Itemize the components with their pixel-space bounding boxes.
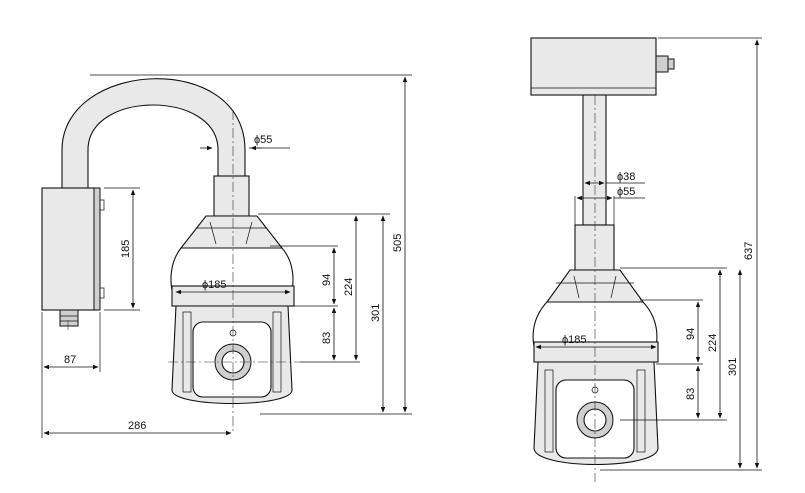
left-body-height-label: 301 [370, 304, 382, 322]
ceiling-box-gland [655, 55, 669, 73]
mount-neck [574, 224, 615, 271]
wall-box [41, 187, 99, 311]
right-inner-pipe-diameter-label: ϕ38 [617, 171, 635, 183]
yoke-left [544, 369, 554, 453]
box-screw [99, 287, 105, 299]
dome-body [170, 247, 294, 291]
right-dome-upper-label: 94 [685, 328, 697, 340]
left-total-height-label: 505 [392, 234, 404, 252]
gland-nut [667, 58, 675, 70]
right-dome-lower-label: 83 [685, 388, 697, 400]
left-dome-lower-label: 83 [321, 332, 333, 344]
left-pipe-diameter-label: ϕ55 [254, 134, 272, 146]
left-view: ϕ55 ϕ185 185 87 286 505 301 224 94 83 [41, 74, 412, 438]
yoke-right [636, 369, 646, 453]
pendant-pipe [582, 94, 607, 226]
dome-band [533, 341, 659, 363]
right-body-height-label: 301 [727, 358, 739, 376]
right-dome-diameter-label: ϕ185 [562, 334, 587, 346]
yoke-left [182, 311, 192, 393]
left-dome-diameter-label: ϕ185 [202, 279, 227, 291]
left-box-width-label: 87 [64, 354, 76, 366]
left-total-width-label: 286 [128, 420, 146, 432]
dome-cap [179, 215, 284, 249]
left-dome-upper-label: 94 [321, 274, 333, 286]
left-upper-height-label: 224 [343, 278, 355, 296]
cable-gland [59, 309, 79, 327]
yoke-right [272, 311, 282, 393]
mount-neck [213, 175, 250, 217]
right-total-height-label: 637 [743, 242, 755, 260]
wall-box-flange [93, 187, 101, 311]
left-box-height-label: 185 [120, 240, 132, 258]
box-screw [99, 199, 105, 211]
right-upper-height-label: 224 [707, 334, 719, 352]
ceiling-box [530, 37, 657, 96]
gooseneck-arm [61, 78, 246, 191]
right-pipe-diameter-label: ϕ55 [617, 186, 635, 198]
right-view: ϕ38 ϕ55 ϕ185 637 301 224 94 83 [530, 37, 762, 482]
